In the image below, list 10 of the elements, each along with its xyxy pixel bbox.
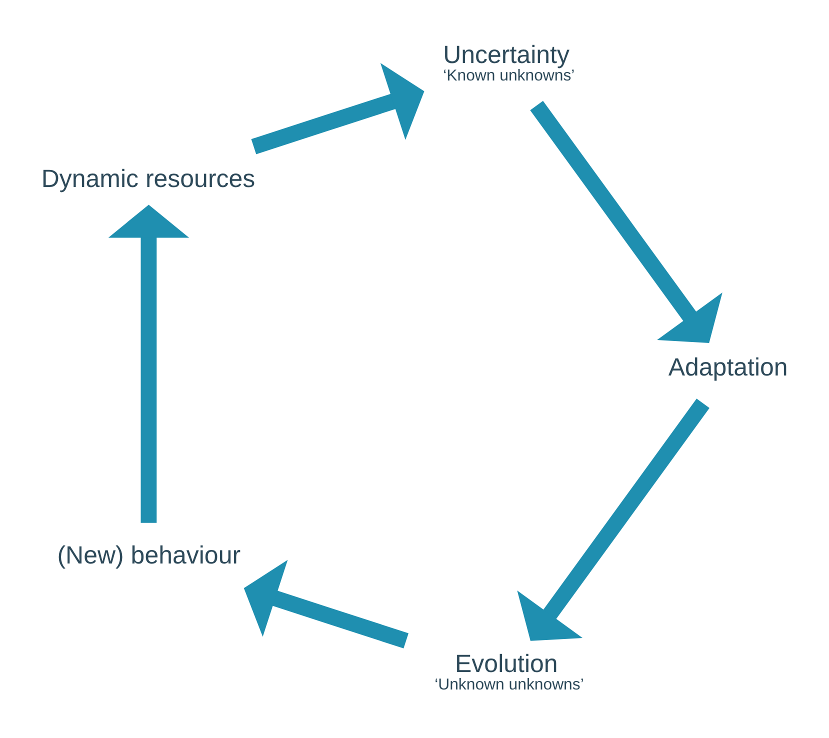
- node-text: (New) behaviour: [57, 542, 241, 570]
- node-text: Evolution ‘Unknown unknowns’: [434, 650, 584, 694]
- node-text: Dynamic resources: [41, 165, 256, 194]
- arrow: [517, 398, 710, 641]
- arrow: [530, 100, 722, 343]
- arrow: [244, 560, 408, 648]
- arrow: [108, 204, 190, 523]
- node-text: Uncertainty ‘Known unknowns’: [443, 40, 575, 85]
- node-text: Adaptation: [668, 353, 788, 382]
- arrow: [251, 63, 424, 154]
